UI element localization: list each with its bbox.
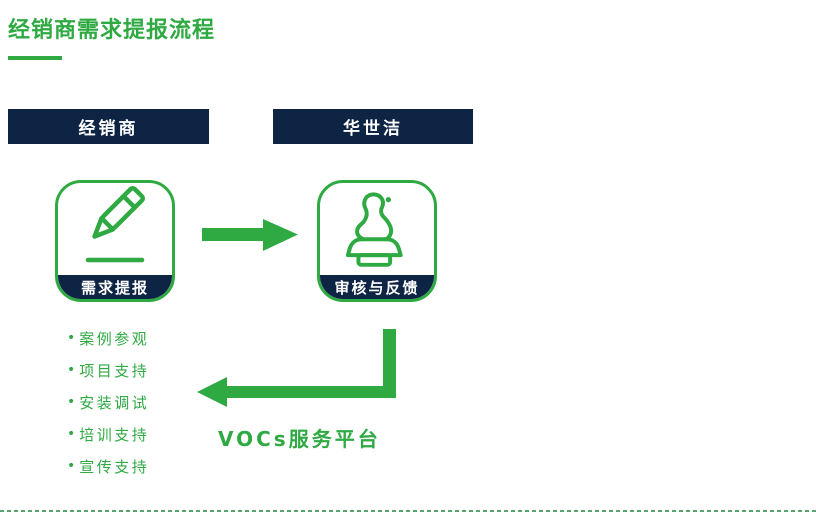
- stamp-icon: [345, 192, 403, 267]
- step-card-review-feedback: 审核与反馈: [317, 180, 437, 302]
- support-item-label: 培训支持: [79, 425, 150, 444]
- column-header-label: 华世洁: [343, 119, 403, 139]
- step-label-band: 需求提报: [58, 275, 172, 299]
- bullet-icon: •: [67, 426, 76, 442]
- column-header-dealer: 经销商: [8, 109, 209, 144]
- list-item: • 项目支持: [67, 354, 149, 386]
- step-label-band: 审核与反馈: [320, 275, 434, 299]
- step-label: 需求提报: [80, 278, 149, 297]
- support-item-label: 项目支持: [79, 361, 150, 380]
- support-item-label: 宣传支持: [79, 457, 150, 476]
- support-item-label: 案例参观: [79, 329, 150, 348]
- column-header-company: 华世洁: [273, 109, 473, 144]
- page-title: 经销商需求提报流程: [8, 18, 216, 43]
- step-card-demand-submission: 需求提报: [55, 180, 175, 302]
- arrow-return-left-icon: [197, 329, 396, 407]
- step-label: 审核与反馈: [334, 278, 420, 297]
- dashed-divider: [0, 510, 816, 512]
- bullet-icon: •: [67, 362, 76, 378]
- column-header-label: 经销商: [78, 119, 139, 139]
- list-item: • 宣传支持: [67, 450, 149, 482]
- support-list: • 案例参观 • 项目支持 • 安装调试 • 培训支持 • 宣传支持: [67, 322, 149, 482]
- list-item: • 安装调试: [67, 386, 149, 418]
- pencil-icon: [85, 186, 145, 263]
- bullet-icon: •: [67, 394, 76, 410]
- list-item: • 案例参观: [67, 322, 149, 354]
- title-underline: [8, 56, 62, 60]
- support-item-label: 安装调试: [79, 393, 150, 412]
- bullet-icon: •: [67, 330, 76, 346]
- list-item: • 培训支持: [67, 418, 149, 450]
- platform-label: VOCs服务平台: [218, 427, 381, 451]
- bullet-icon: •: [67, 458, 76, 474]
- arrow-right-icon: [202, 219, 298, 251]
